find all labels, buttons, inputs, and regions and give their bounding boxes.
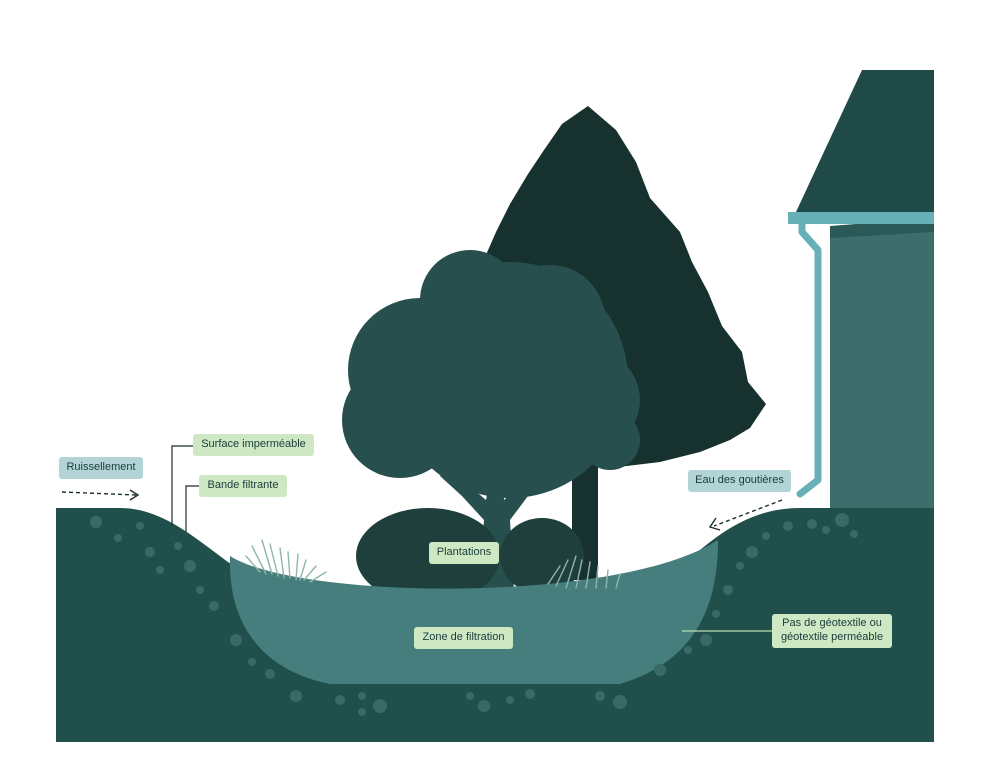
leader-surface-impermeable xyxy=(171,445,194,526)
downspout xyxy=(796,220,822,498)
pebble xyxy=(209,601,219,611)
grass-tuft-left xyxy=(245,539,327,583)
label-surface-impermeable: Surface imperméable xyxy=(193,434,314,456)
label-geotextile: Pas de géotextile ou géotextile perméabl… xyxy=(772,614,892,648)
pebble xyxy=(156,566,164,574)
pebble xyxy=(595,691,605,701)
pebble xyxy=(762,532,770,540)
leader-lines xyxy=(171,445,772,632)
pebble xyxy=(654,664,666,676)
label-geotextile-line1: Pas de géotextile ou xyxy=(782,617,882,630)
pebble xyxy=(335,695,345,705)
label-plantations: Plantations xyxy=(429,542,499,564)
pebble xyxy=(358,708,366,716)
canopy-lobe xyxy=(580,410,640,470)
leader-bande-filtrante xyxy=(185,485,200,532)
label-surface-impermeable-text: Surface imperméable xyxy=(201,438,306,451)
canopy-lobe xyxy=(342,362,458,478)
pebble xyxy=(184,560,196,572)
pebble xyxy=(700,634,712,646)
shrub-right xyxy=(500,518,584,594)
pebble xyxy=(807,519,817,529)
pebble xyxy=(358,692,366,700)
house xyxy=(788,70,934,516)
pebble xyxy=(712,610,720,618)
pebbles xyxy=(90,513,858,716)
label-eau-gouttieres-text: Eau des goutières xyxy=(695,474,784,487)
pebble xyxy=(723,585,733,595)
filtration-basin xyxy=(229,540,718,684)
canopy-lobe xyxy=(495,265,605,375)
pebble xyxy=(290,690,302,702)
canopy-lobe xyxy=(420,250,520,350)
house-wall xyxy=(830,226,934,516)
pebble xyxy=(736,562,744,570)
pebble xyxy=(850,530,858,538)
label-eau-gouttieres: Eau des goutières xyxy=(688,470,791,492)
broadleaf-tree xyxy=(342,250,640,590)
house-roof xyxy=(796,70,934,212)
pebble xyxy=(114,534,122,542)
pebble xyxy=(835,513,849,527)
grass-tuft-right xyxy=(547,555,621,589)
gutter-water-arrow-head xyxy=(708,517,721,531)
grass-tufts xyxy=(245,539,621,589)
runoff-arrow-head xyxy=(129,489,140,501)
pebble xyxy=(174,542,182,550)
runoff-arrow-line xyxy=(61,491,137,496)
gutter-water-arrow xyxy=(708,499,783,531)
pebble xyxy=(248,658,256,666)
broadleaf-trunk xyxy=(440,470,550,590)
label-plantations-text: Plantations xyxy=(436,546,492,559)
label-ruissellement-text: Ruissellement xyxy=(66,461,136,474)
pebble xyxy=(506,696,514,704)
pebble xyxy=(822,526,830,534)
gutter xyxy=(788,212,934,224)
pebble xyxy=(746,546,758,558)
label-geotextile-line2: géotextile perméable xyxy=(780,631,884,643)
label-zone-filtration: Zone de filtration xyxy=(414,627,513,649)
pebble xyxy=(466,692,474,700)
label-ruissellement: Ruissellement xyxy=(59,457,143,479)
pebble xyxy=(230,634,242,646)
pebble xyxy=(684,646,692,654)
pebble xyxy=(265,669,275,679)
pebble xyxy=(145,547,155,557)
label-bande-filtrante: Bande filtrante xyxy=(199,475,287,497)
label-bande-filtrante-text: Bande filtrante xyxy=(207,479,279,492)
pebble xyxy=(136,522,144,530)
runoff-arrow xyxy=(61,489,140,501)
pebble xyxy=(525,689,535,699)
label-zone-filtration-text: Zone de filtration xyxy=(422,631,505,644)
shrubs xyxy=(356,508,584,604)
pebble xyxy=(373,699,387,713)
pebble xyxy=(613,695,627,709)
pebble xyxy=(478,700,490,712)
pebble xyxy=(196,586,204,594)
pebble xyxy=(783,521,793,531)
gutter-water-arrow-line xyxy=(713,499,783,527)
pebble xyxy=(90,516,102,528)
shrub-left xyxy=(356,508,500,604)
